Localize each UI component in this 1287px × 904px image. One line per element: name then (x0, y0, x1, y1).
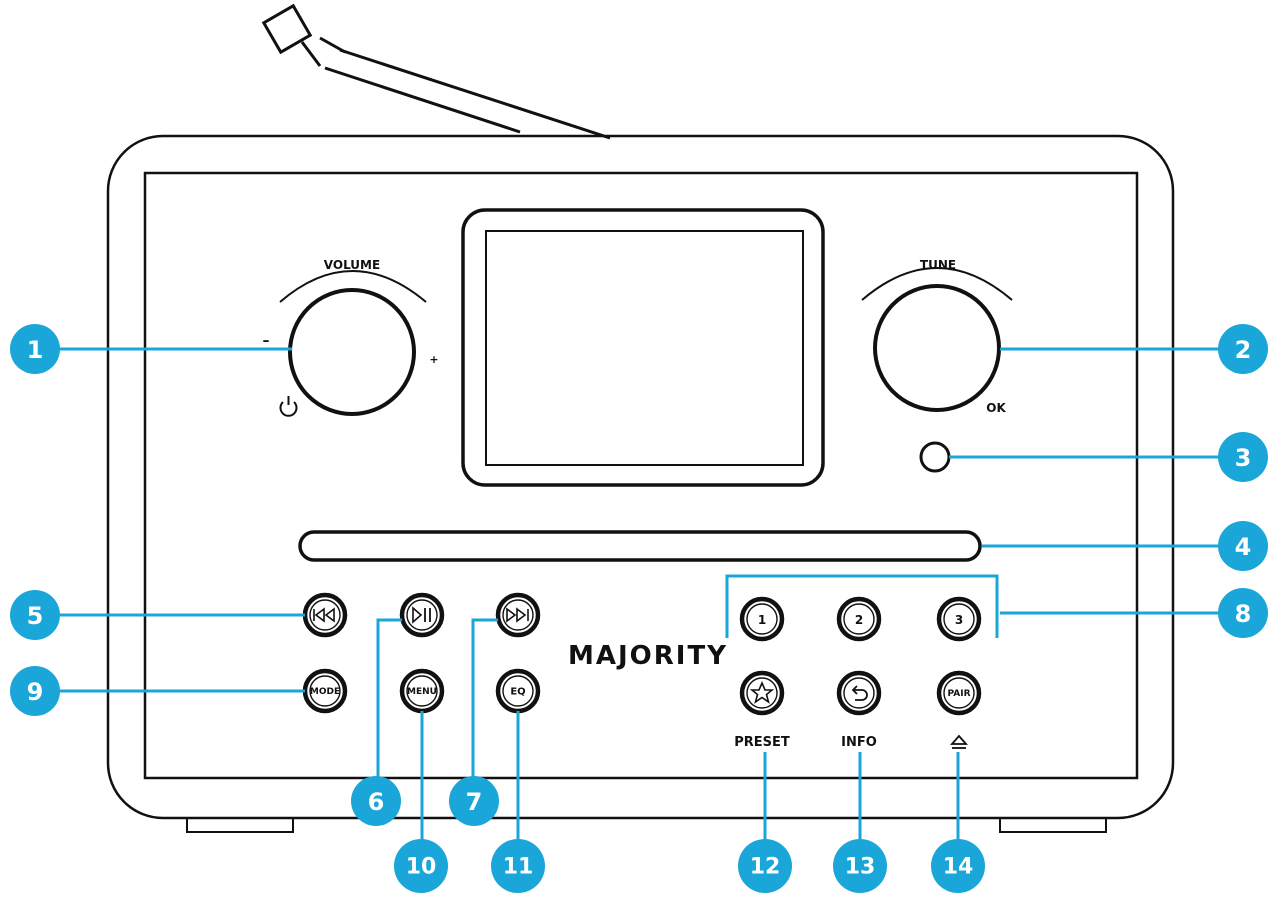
power-icon (279, 396, 298, 417)
preset-3-button[interactable]: 3 (936, 596, 982, 642)
menu-button-label: MENU (407, 687, 437, 697)
eject-icon (950, 734, 968, 749)
mode-button[interactable]: MODE (302, 668, 348, 714)
callout-7: 7 (449, 776, 499, 826)
callout-14: 14 (931, 839, 985, 893)
svg-text:11: 11 (503, 855, 534, 880)
svg-text:7: 7 (466, 788, 483, 816)
svg-text:6: 6 (368, 788, 385, 816)
svg-text:9: 9 (27, 678, 44, 706)
svg-text:4: 4 (1235, 533, 1252, 561)
callout-lines (60, 347, 1245, 860)
volume-knob[interactable]: VOLUME – + (263, 258, 439, 417)
info-button[interactable] (836, 670, 882, 716)
tune-knob[interactable]: TUNE OK (861, 258, 1013, 415)
svg-text:14: 14 (943, 855, 974, 880)
preset-label: PRESET (734, 735, 790, 750)
play-pause-icon (412, 606, 431, 624)
pair-button-label: PAIR (947, 689, 970, 699)
eq-button-label: EQ (510, 687, 525, 698)
preset-2-label: 2 (855, 613, 863, 627)
ok-label: OK (986, 401, 1006, 415)
callout-8: 8 (1218, 588, 1268, 638)
menu-button[interactable]: MENU (399, 668, 445, 714)
star-icon (749, 680, 775, 704)
eq-button[interactable]: EQ (495, 668, 541, 714)
radio-body (106, 134, 1175, 833)
svg-text:13: 13 (845, 855, 876, 880)
preset-1-label: 1 (758, 613, 766, 627)
svg-text:1: 1 (27, 336, 44, 364)
back-arrow-icon (851, 685, 868, 701)
callout-6: 6 (351, 776, 401, 826)
preset-2-button[interactable]: 2 (836, 596, 882, 642)
svg-text:12: 12 (750, 855, 781, 880)
cd-slot[interactable] (298, 530, 982, 562)
callout-3: 3 (1218, 432, 1268, 482)
volume-minus-label: – (263, 333, 270, 349)
skip-forward-icon (506, 607, 529, 623)
mode-button-label: MODE (310, 687, 340, 697)
prev-button[interactable] (302, 592, 348, 638)
ir-sensor (919, 441, 951, 473)
preset-3-label: 3 (955, 613, 963, 627)
callout-10: 10 (394, 839, 448, 893)
brand-logo: MAJORITY (568, 641, 728, 671)
svg-text:8: 8 (1235, 600, 1252, 628)
svg-text:3: 3 (1235, 444, 1252, 472)
callout-5: 5 (10, 590, 60, 640)
tune-label: TUNE (920, 258, 956, 272)
callout-1: 1 (10, 324, 60, 374)
preset-1-button[interactable]: 1 (739, 596, 785, 642)
volume-plus-label: + (429, 353, 438, 366)
svg-text:5: 5 (27, 602, 44, 630)
callout-4: 4 (1218, 521, 1268, 571)
callout-9: 9 (10, 666, 60, 716)
pair-button[interactable]: PAIR (936, 670, 982, 716)
preset-button[interactable] (739, 670, 785, 716)
svg-text:2: 2 (1235, 336, 1252, 364)
play-pause-button[interactable] (399, 592, 445, 638)
info-label: INFO (841, 735, 877, 750)
callout-13: 13 (833, 839, 887, 893)
volume-label: VOLUME (324, 258, 380, 272)
next-button[interactable] (495, 592, 541, 638)
callout-11: 11 (491, 839, 545, 893)
svg-text:10: 10 (406, 855, 437, 880)
skip-back-icon (313, 607, 335, 623)
display-screen (461, 208, 825, 487)
antenna (261, 3, 611, 140)
callout-12: 12 (738, 839, 792, 893)
callout-2: 2 (1218, 324, 1268, 374)
